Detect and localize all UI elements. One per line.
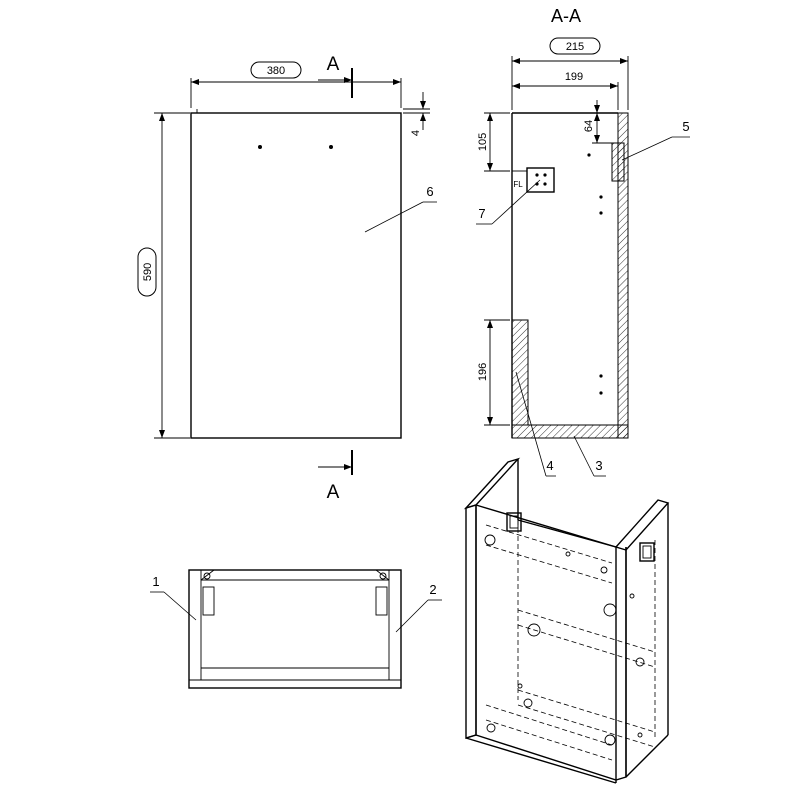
front-rail [511,319,529,426]
callout-2: 2 [429,582,436,597]
callout-5: 5 [682,119,689,134]
callout-6: 6 [426,184,433,199]
callout-3: 3 [595,458,602,473]
dim-bracket-height-label: 105 [477,133,489,151]
dim-inner-depth-label: 199 [565,71,583,83]
bracket-label: FL [513,180,523,189]
hole [329,145,333,149]
dim-width-label: 380 [267,65,285,77]
hole [258,145,262,149]
isometric-view [463,457,670,784]
callout-1: 1 [152,574,159,589]
plan-view: 1 2 [150,569,442,689]
section-view: A-A FL 215 199 [476,6,690,477]
hanging-bracket [526,167,555,193]
section-mark-top: A [327,54,340,75]
bottom-panel [511,424,629,439]
front-view: 380 590 4 A A 6 [137,54,437,503]
dim-top-gap-label: 4 [410,130,422,136]
callout-4: 4 [546,458,553,473]
dim-overall-depth-label: 215 [566,41,584,53]
dim-bottom-height-label: 196 [477,363,489,381]
dim-rail-height-label: 64 [583,120,595,132]
top-rail [611,142,625,182]
section-mark-bottom: A [327,482,340,503]
door-panel [190,112,402,439]
callout-7: 7 [478,206,485,221]
dim-height-label: 590 [142,263,154,281]
section-title: A-A [551,6,581,26]
